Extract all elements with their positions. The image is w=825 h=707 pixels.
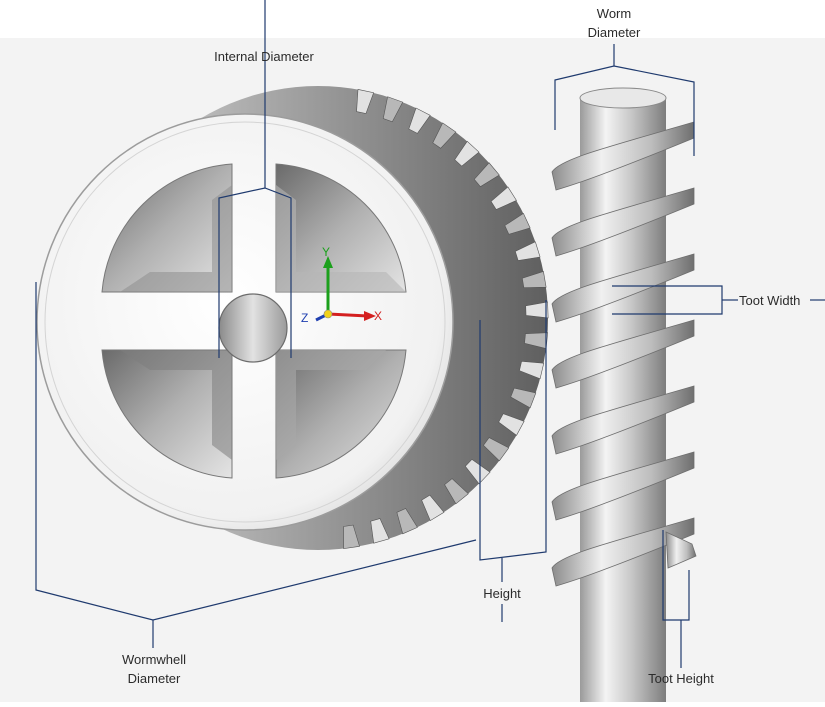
bracket-toot-height xyxy=(662,530,690,621)
label-worm-diameter-1: Worm xyxy=(597,6,631,21)
label-worm-diameter-2: Diameter xyxy=(588,25,641,40)
bracket-internal-diameter xyxy=(218,187,292,358)
worm-partial-tooth xyxy=(665,531,697,569)
worm-thread xyxy=(551,253,695,323)
wheel-tooth xyxy=(490,186,517,210)
wheel-tooth xyxy=(524,332,549,349)
wheel-tooth xyxy=(498,413,525,436)
wheel-tooth xyxy=(454,140,480,167)
wheel-tooth xyxy=(514,241,541,261)
wheel-tooth xyxy=(504,212,531,235)
axis-x-arrow xyxy=(364,311,376,321)
axis-y-arrow xyxy=(323,256,333,268)
wheel-tooth xyxy=(396,508,418,535)
wheel-tooth xyxy=(525,301,549,319)
wheel-tooth xyxy=(473,162,500,188)
triad-origin xyxy=(323,309,333,319)
window-depth-bl xyxy=(120,350,232,460)
label-wormwheel-diameter-2: Diameter xyxy=(128,671,181,686)
label-toot-height: Toot Height xyxy=(648,671,714,686)
window-top-left xyxy=(101,163,233,293)
label-internal-diameter: Internal Diameter xyxy=(214,49,314,64)
worm-thread xyxy=(551,319,695,389)
window-depth-tr xyxy=(276,185,406,292)
worm-thread xyxy=(551,385,695,455)
wheel-tooth xyxy=(521,271,547,289)
axis-x-line xyxy=(327,312,369,318)
worm-shaft xyxy=(551,87,697,702)
wormwheel-bore xyxy=(218,293,288,363)
wormwheel-face-edge xyxy=(44,121,446,523)
wheel-tooth xyxy=(510,387,537,409)
coordinate-triad: Y X Z xyxy=(301,245,382,325)
wheel-tooth xyxy=(356,89,375,114)
label-wormwheel-diameter-1: Wormwhell xyxy=(122,652,186,667)
worm-thread xyxy=(551,451,695,521)
wheel-tooth xyxy=(408,107,431,134)
dimension-leaders xyxy=(35,0,825,668)
wheel-tooth xyxy=(432,122,457,149)
wheel-tooth xyxy=(483,437,510,462)
wheel-tooth xyxy=(444,478,469,505)
window-bottom-right xyxy=(275,349,407,479)
wheel-tooth xyxy=(382,96,404,123)
worm-thread xyxy=(551,517,695,587)
window-top-right xyxy=(275,163,407,293)
window-depth-tl xyxy=(120,185,232,292)
worm-shaft-end xyxy=(579,87,667,109)
label-toot-width: Toot Width xyxy=(739,293,800,308)
bracket-worm-diameter xyxy=(554,65,695,156)
worm-thread xyxy=(551,187,695,257)
axis-y-label: Y xyxy=(322,245,330,259)
wheel-tooth xyxy=(421,494,445,522)
window-depth-br xyxy=(276,350,386,460)
axis-x-label: X xyxy=(374,309,382,323)
dimension-labels: Worm Diameter Internal Diameter Toot Wid… xyxy=(122,6,800,686)
bracket-height xyxy=(479,300,547,561)
wheel-tooth xyxy=(464,458,491,485)
axis-z-label: Z xyxy=(301,311,308,325)
wheel-tooth xyxy=(519,360,545,380)
label-height: Height xyxy=(483,586,521,601)
window-bottom-left xyxy=(101,349,233,479)
worm-threads xyxy=(551,121,695,587)
bracket-wormwheel-diameter xyxy=(35,282,477,621)
wheel-tooth xyxy=(343,524,360,550)
wormwheel-teeth xyxy=(343,89,549,550)
wheel-tooth xyxy=(370,518,390,544)
